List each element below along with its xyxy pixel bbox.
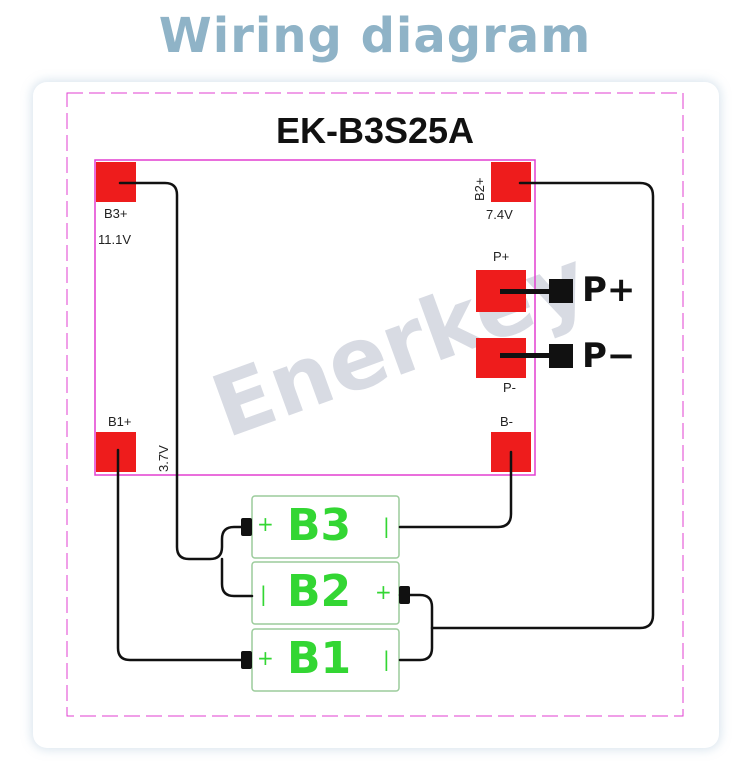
cell-b1-positive-cap bbox=[241, 651, 252, 669]
page-title: Wiring diagram bbox=[158, 8, 592, 64]
cell-b3-left-sign: + bbox=[257, 512, 274, 536]
label-b1-plus: B1+ bbox=[108, 414, 132, 429]
p-plus-lead bbox=[500, 289, 550, 294]
cell-b3-label: B3 bbox=[287, 500, 352, 551]
wires bbox=[116, 181, 655, 662]
p-plus-terminal bbox=[549, 279, 573, 303]
output-p-plus: P+ bbox=[582, 270, 636, 310]
wire-b1-plus bbox=[116, 448, 246, 662]
cell-b2-left-sign: | bbox=[260, 582, 267, 606]
watermark: Enerkey bbox=[200, 230, 601, 457]
voltage-b2: 7.4V bbox=[486, 207, 513, 222]
wire-b3-plus bbox=[118, 181, 246, 561]
voltage-b1: 3.7V bbox=[156, 445, 171, 472]
cell-b2-right-sign: + bbox=[375, 580, 392, 604]
voltage-b3: 11.1V bbox=[98, 232, 132, 247]
cell-b1-label: B1 bbox=[287, 633, 352, 684]
label-b3-plus: B3+ bbox=[104, 206, 128, 221]
pad-b1-plus bbox=[96, 432, 136, 472]
cell-b2-label: B2 bbox=[287, 566, 352, 617]
cell-b1-right-sign: | bbox=[383, 647, 390, 671]
board-model: EK-B3S25A bbox=[275, 110, 475, 151]
cell-b3-positive-cap bbox=[241, 518, 252, 536]
label-b2-plus: B2+ bbox=[472, 177, 487, 202]
cell-b2-positive-cap bbox=[399, 586, 410, 604]
label-p-plus-pad: P+ bbox=[493, 249, 510, 264]
wire-b2-b1-link bbox=[398, 593, 434, 662]
label-p-minus-pad: P- bbox=[503, 380, 516, 395]
wire-b2-plus bbox=[430, 181, 655, 630]
label-b-minus: B- bbox=[500, 414, 513, 429]
wire-b-minus bbox=[398, 450, 513, 529]
guide-frame bbox=[66, 92, 684, 717]
p-minus-lead bbox=[500, 353, 550, 358]
cell-b3-right-sign: | bbox=[383, 514, 390, 538]
cell-b1-left-sign: + bbox=[257, 646, 274, 670]
output-p-minus: P− bbox=[582, 336, 636, 376]
wire-b3-b2-link bbox=[220, 557, 254, 598]
bms-board bbox=[94, 159, 536, 476]
p-minus-terminal bbox=[549, 344, 573, 368]
